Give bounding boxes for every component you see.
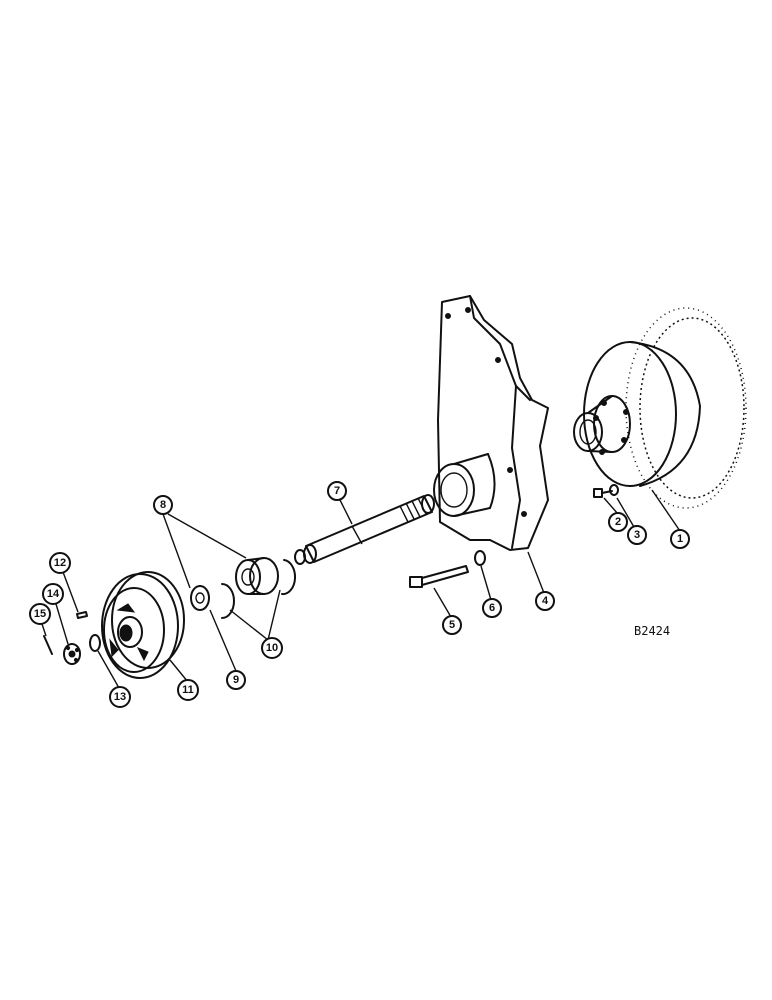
callout-label: 4 xyxy=(542,595,549,607)
callout-1: 1 xyxy=(670,529,690,549)
part-cotter-pin xyxy=(43,635,53,655)
callout-11: 11 xyxy=(177,679,199,701)
callout-label: 5 xyxy=(449,619,455,631)
callout-label: 11 xyxy=(182,684,194,696)
drawing-number: B2424 xyxy=(634,624,670,638)
part-washer-pulley xyxy=(89,634,101,652)
callout-label: 8 xyxy=(160,499,166,511)
callout-6: 6 xyxy=(482,598,502,618)
callout-label: 2 xyxy=(615,516,621,528)
part-long-bolt xyxy=(409,565,469,588)
callout-3: 3 xyxy=(627,525,647,545)
callout-8: 8 xyxy=(153,495,173,515)
callout-12: 12 xyxy=(49,552,71,574)
callout-7: 7 xyxy=(327,481,347,501)
callout-2: 2 xyxy=(608,512,628,532)
callout-15: 15 xyxy=(29,603,51,625)
callout-label: 12 xyxy=(54,557,66,569)
part-washer-bearing xyxy=(190,585,210,611)
part-bearing xyxy=(235,557,279,595)
callout-4: 4 xyxy=(535,591,555,611)
part-snap-ring-left xyxy=(221,583,235,619)
callout-label: 15 xyxy=(34,608,46,620)
part-castle-nut xyxy=(63,643,81,665)
callout-label: 1 xyxy=(677,533,683,545)
callout-13: 13 xyxy=(109,686,131,708)
part-splined-shaft xyxy=(294,494,435,565)
callout-5: 5 xyxy=(442,615,462,635)
callout-label: 9 xyxy=(233,674,239,686)
callout-label: 13 xyxy=(114,691,126,703)
callout-10: 10 xyxy=(261,637,283,659)
leader-lines xyxy=(41,489,681,689)
callout-label: 3 xyxy=(634,529,640,541)
part-pulley xyxy=(101,571,185,679)
part-washer-small xyxy=(609,484,619,496)
callout-9: 9 xyxy=(226,670,246,690)
callout-14: 14 xyxy=(42,583,64,605)
callout-label: 14 xyxy=(47,588,60,600)
callout-label: 6 xyxy=(489,602,495,614)
part-flywheel-adapter xyxy=(573,307,747,509)
part-key xyxy=(76,611,88,619)
part-washer-housing xyxy=(474,550,486,566)
part-snap-ring-right xyxy=(281,559,296,596)
part-housing xyxy=(433,295,549,551)
callout-label: 7 xyxy=(334,485,340,497)
callout-label: 10 xyxy=(266,642,278,654)
